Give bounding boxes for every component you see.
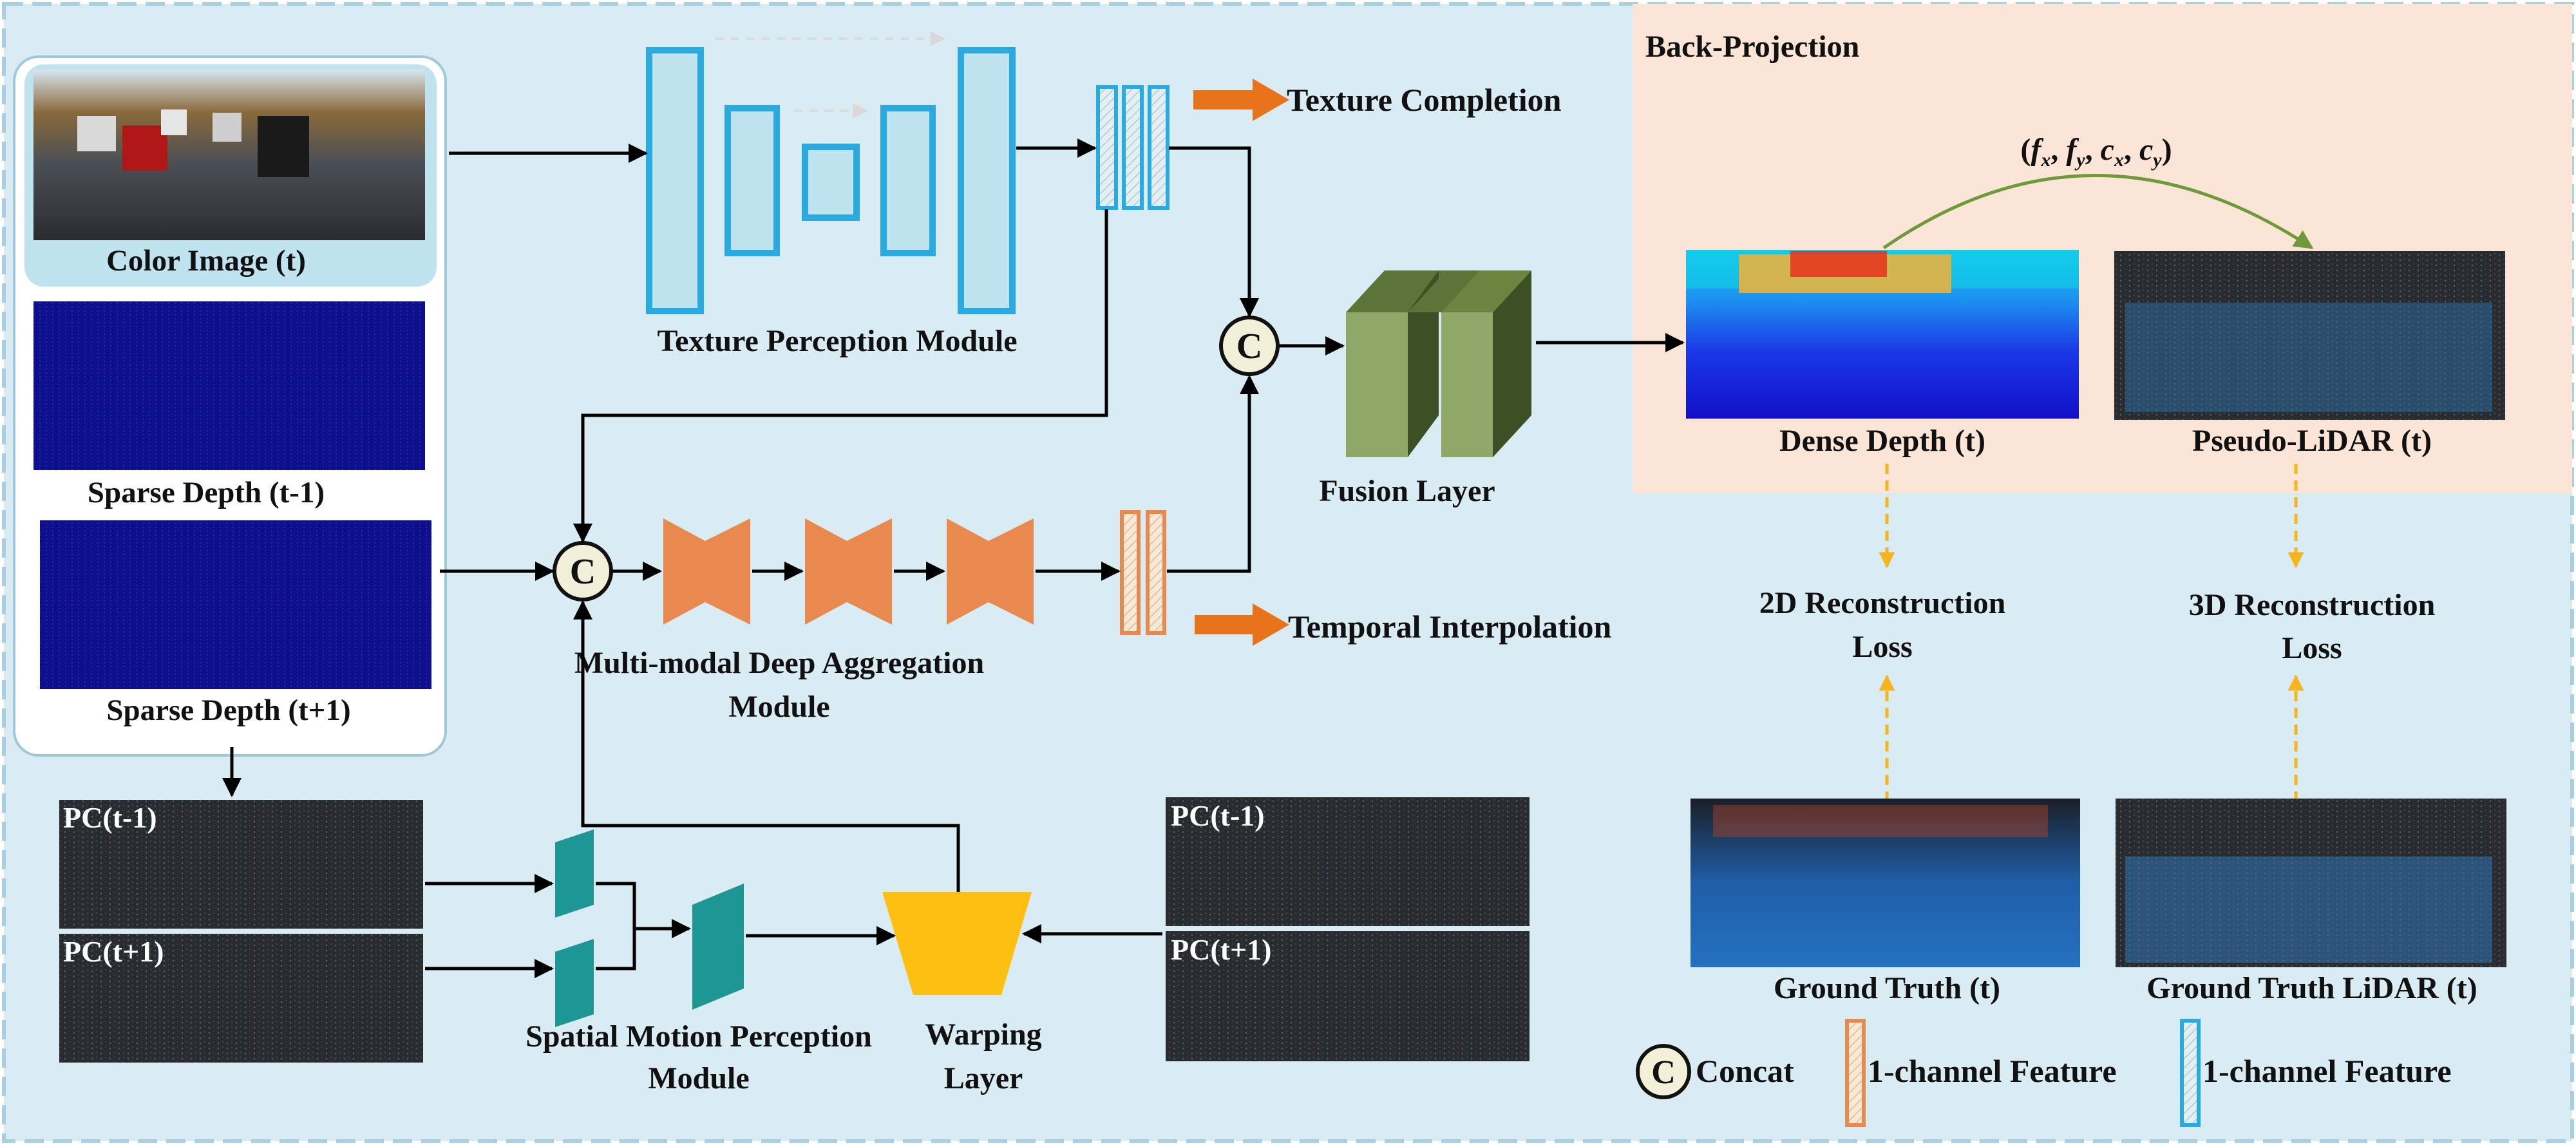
aggregation-feature-stack	[1120, 510, 1166, 635]
concat-node-mid	[553, 541, 613, 601]
sparse-depth-next-thumb	[40, 520, 431, 689]
smp-label-line1: Spatial Motion Perception	[526, 1019, 872, 1054]
warping-layer-block	[882, 892, 1032, 995]
sparse-depth-prev-thumb	[33, 301, 425, 470]
dense-depth-label: Dense Depth (t)	[1779, 424, 1985, 458]
intrinsics-arrow	[1882, 174, 2314, 250]
pc-prev-left-label: PC(t-1)	[63, 801, 157, 834]
temporal-interpolation-arrow	[1195, 603, 1289, 646]
ground-truth-label: Ground Truth (t)	[1774, 971, 2000, 1005]
texture-completion-arrow	[1193, 79, 1289, 121]
smp-blocks	[555, 829, 744, 1027]
concat-node-top	[1219, 316, 1280, 376]
texture-feature-stack	[1096, 85, 1170, 210]
pc-prev-left-thumb	[59, 800, 423, 929]
texture-module-label: Texture Perception Module	[657, 324, 1017, 358]
mdam-label-line2: Module	[728, 690, 829, 724]
pseudo-lidar-label: Pseudo-LiDAR (t)	[2192, 424, 2432, 458]
loss3d-label-line2: Loss	[2282, 631, 2342, 665]
pc-next-right-label: PC(t+1)	[1171, 933, 1272, 966]
aggregation-blocks	[663, 518, 1034, 625]
concat-node-top-symbol: C	[1236, 326, 1262, 366]
warp-label-line2: Layer	[944, 1061, 1023, 1095]
color-image-thumb	[33, 70, 425, 240]
pc-next-right-thumb	[1166, 931, 1530, 1061]
temporal-interpolation-label: Temporal Interpolation	[1288, 609, 1612, 645]
sparse-depth-prev-label: Sparse Depth (t-1)	[88, 476, 325, 509]
smp-label-line2: Module	[648, 1061, 749, 1095]
legend-concat-symbol-letter: C	[1651, 1054, 1676, 1091]
legend-blue-feature-swatch	[2180, 1019, 2201, 1127]
loss-dashed-arrows	[1879, 464, 2304, 802]
flow-arrows	[222, 138, 1685, 978]
color-image-label: Color Image (t)	[106, 244, 306, 278]
fusion-layer-blocks	[1346, 270, 1531, 457]
mdam-label-line1: Multi-modal Deep Aggregation	[574, 646, 984, 680]
texture-completion-label: Texture Completion	[1287, 82, 1562, 118]
intrinsics-label: (fx, fy, cx, cy)	[2020, 133, 2172, 171]
texture-perception-encoder	[646, 47, 1016, 314]
ground-truth-lidar-label: Ground Truth LiDAR (t)	[2146, 971, 2477, 1005]
legend-blue-feature-label: 1-channel Feature	[2202, 1053, 2452, 1089]
pc-prev-right-label: PC(t-1)	[1171, 799, 1265, 832]
ground-truth-thumb	[1690, 799, 2080, 967]
warp-label-line1: Warping	[925, 1017, 1041, 1052]
pc-next-left-thumb	[59, 934, 423, 1063]
loss2d-label-line2: Loss	[1852, 630, 1912, 664]
legend-concat-symbol	[1636, 1044, 1691, 1099]
pc-next-left-label: PC(t+1)	[63, 935, 164, 968]
back-projection-title: Back-Projection	[1645, 30, 1859, 64]
fusion-layer-label: Fusion Layer	[1319, 474, 1495, 508]
sparse-depth-next-label: Sparse Depth (t+1)	[106, 694, 350, 727]
concat-node-mid-symbol: C	[570, 552, 596, 592]
pc-prev-right-thumb	[1166, 797, 1530, 926]
loss2d-label-line1: 2D Reconstruction	[1759, 586, 2006, 620]
color-image-cars	[77, 109, 309, 177]
loss3d-label-line1: 3D Reconstruction	[2189, 588, 2436, 622]
legend-orange-feature-label: 1-channel Feature	[1868, 1053, 2117, 1089]
legend-orange-feature-swatch	[1845, 1019, 1866, 1127]
legend-concat-label: Concat	[1696, 1053, 1794, 1089]
